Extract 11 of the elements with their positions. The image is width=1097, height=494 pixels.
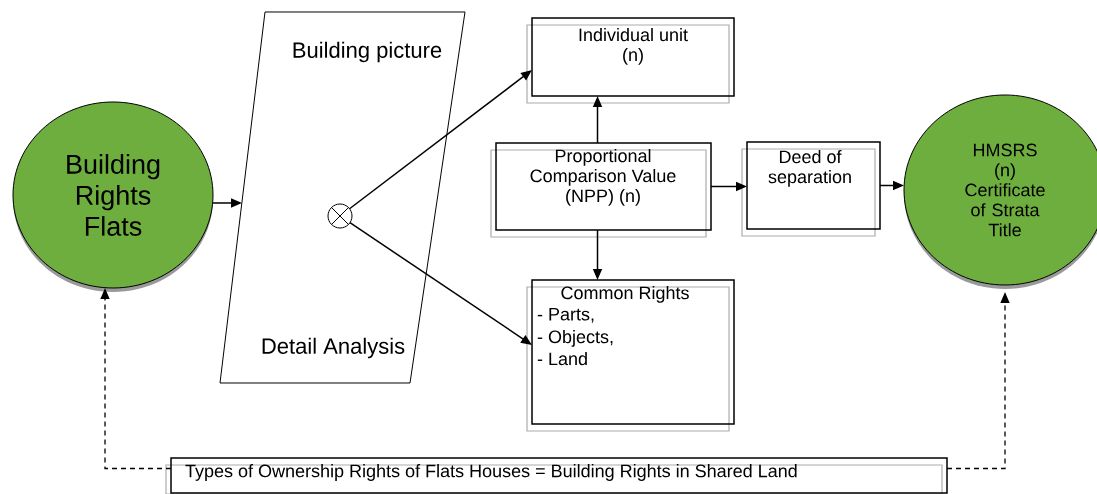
text-box: Proportional Comparison Value (NPP) (n) <box>490 142 712 238</box>
text-box: Individual unit (n) <box>526 17 735 104</box>
arrow <box>349 221 532 345</box>
circle-node: Building Rights Flats <box>12 101 214 292</box>
text-box: Types of Ownership Rights of Flats Houses = Building Rights in Shared Land <box>165 457 948 494</box>
text-box: Common Rights - Parts, - Objects, - Land <box>526 279 735 432</box>
text-box: Deed of separation <box>741 141 881 237</box>
circle-node: HMSRS (n) Certificate of Strata Title <box>903 94 1097 289</box>
parallelogram: Building picture Detail Analysis <box>219 11 466 384</box>
arrow <box>348 70 532 210</box>
cross-circle-symbol <box>327 203 353 229</box>
